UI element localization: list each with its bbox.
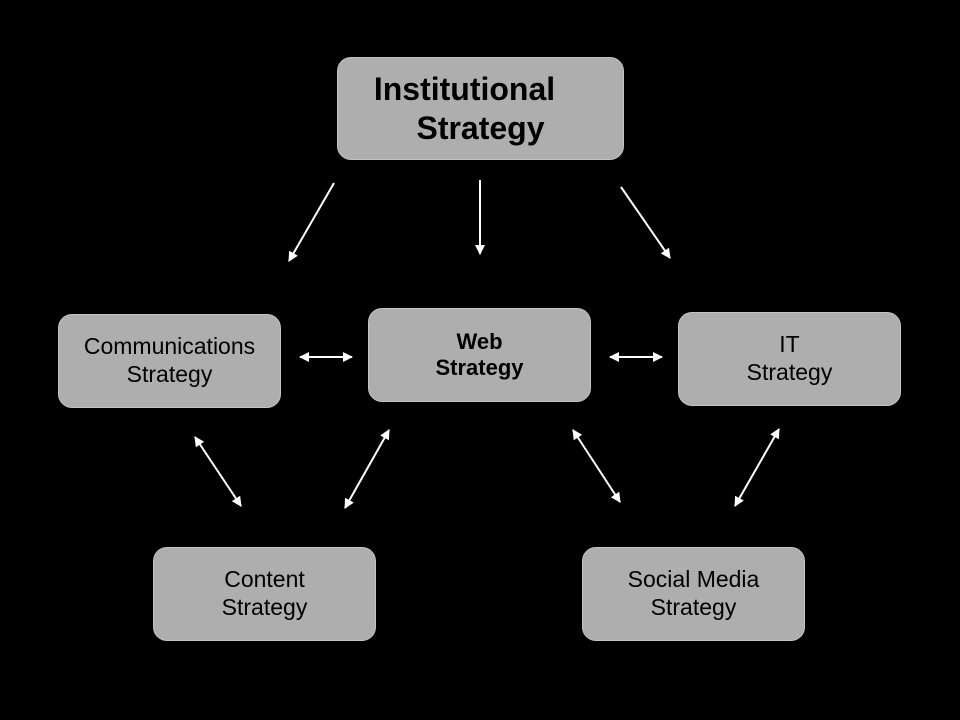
- arrow-social-it: [734, 428, 780, 507]
- node-label-line2: Strategy: [416, 109, 545, 146]
- node-label-line1: IT: [779, 331, 800, 358]
- node-label-line2: Strategy: [435, 355, 524, 380]
- node-label-line2: Strategy: [746, 359, 833, 385]
- node-label-line1: Institutional: [373, 71, 556, 108]
- node-label-line1: Web: [456, 328, 503, 354]
- node-label-line1: Content: [224, 566, 305, 593]
- arrow-institutional-to-communications: [288, 182, 335, 262]
- arrow-communications-content: [194, 436, 242, 507]
- node-it-strategy: IT Strategy: [678, 312, 901, 406]
- arrow-content-web: [344, 429, 390, 509]
- node-institutional-strategy: Institutional Strategy: [337, 57, 624, 160]
- node-communications-strategy: Communications Strategy: [58, 314, 281, 408]
- node-web-strategy: Web Strategy: [368, 308, 591, 402]
- node-label-line1: Communications: [83, 333, 256, 360]
- node-label-line2: Strategy: [221, 594, 308, 620]
- arrow-institutional-to-it: [620, 186, 671, 259]
- node-label-line2: Strategy: [650, 594, 737, 620]
- node-label-line1: Social Media: [627, 566, 760, 593]
- node-social-media-strategy: Social Media Strategy: [582, 547, 805, 641]
- arrow-web-social: [572, 429, 621, 503]
- node-content-strategy: Content Strategy: [153, 547, 376, 641]
- node-label-line2: Strategy: [126, 361, 213, 387]
